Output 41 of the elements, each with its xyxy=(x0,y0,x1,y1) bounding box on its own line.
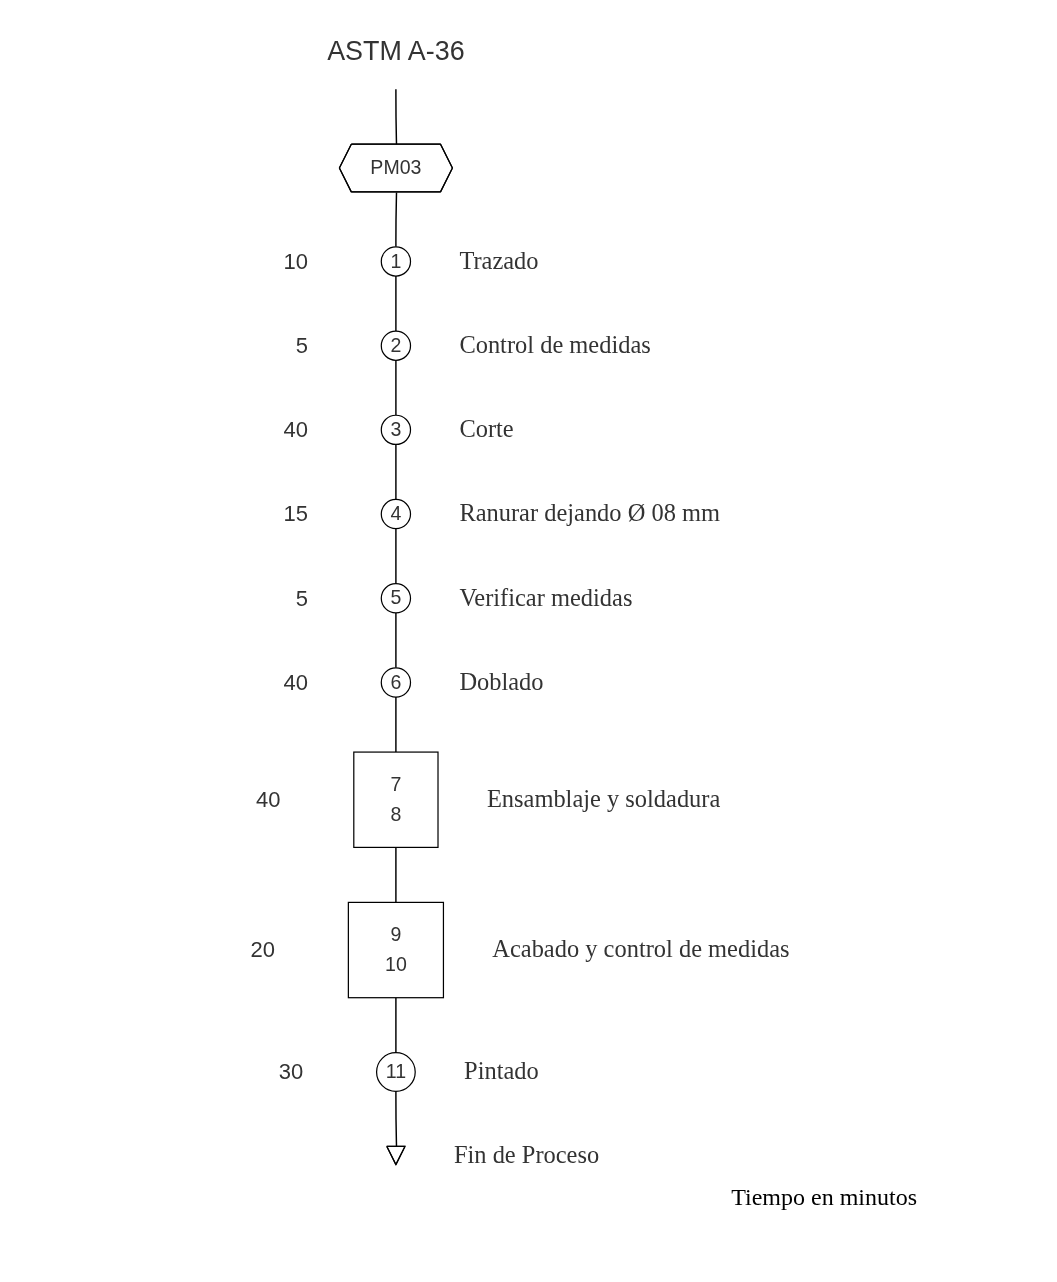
step-label: Fin de Proceso xyxy=(453,1140,600,1168)
step-label: Acabado y control de medidas xyxy=(492,935,790,963)
time-label: 15 xyxy=(283,501,308,527)
note-text: Tiempo en minutos xyxy=(731,1184,917,1211)
node-circle: 3 xyxy=(380,414,412,446)
step-label: Verificar medidas xyxy=(459,583,633,611)
node-circle: 1 xyxy=(380,246,412,277)
connector xyxy=(395,527,397,585)
connector xyxy=(395,996,397,1054)
connector xyxy=(395,275,397,332)
step-label: Ranurar dejando Ø 08 mm xyxy=(459,499,720,527)
time-label: 5 xyxy=(295,333,308,358)
connector xyxy=(395,696,397,753)
node-circle: 5 xyxy=(380,583,412,614)
time-label: 30 xyxy=(278,1059,304,1085)
node-circle: 4 xyxy=(380,498,412,530)
connector xyxy=(395,1090,398,1148)
step-label: Doblado xyxy=(459,667,544,695)
node-circle: 2 xyxy=(380,330,412,361)
time-label: 5 xyxy=(295,585,308,611)
step-label: Control de medidas xyxy=(459,331,651,358)
connector xyxy=(395,88,398,146)
step-label: Pintado xyxy=(464,1057,539,1085)
step-label: Trazado xyxy=(459,246,539,274)
time-label: 20 xyxy=(250,937,276,963)
connector xyxy=(395,846,397,904)
time-label: 10 xyxy=(283,248,308,274)
time-label: 40 xyxy=(283,669,308,695)
time-label: 40 xyxy=(283,417,308,443)
connector xyxy=(395,359,397,416)
step-label: Corte xyxy=(459,415,514,443)
node-circle: 11 xyxy=(375,1052,416,1092)
node-text: ASTM A-36 xyxy=(327,35,465,66)
connector xyxy=(395,443,397,501)
connector xyxy=(395,612,397,669)
node-circle: 6 xyxy=(380,667,412,698)
step-label: Ensamblaje y soldadura xyxy=(486,785,721,813)
connector xyxy=(395,191,398,248)
node-box: 9 10 xyxy=(347,901,445,999)
time-label: 40 xyxy=(256,787,281,813)
node-box: 7 8 xyxy=(353,751,439,848)
